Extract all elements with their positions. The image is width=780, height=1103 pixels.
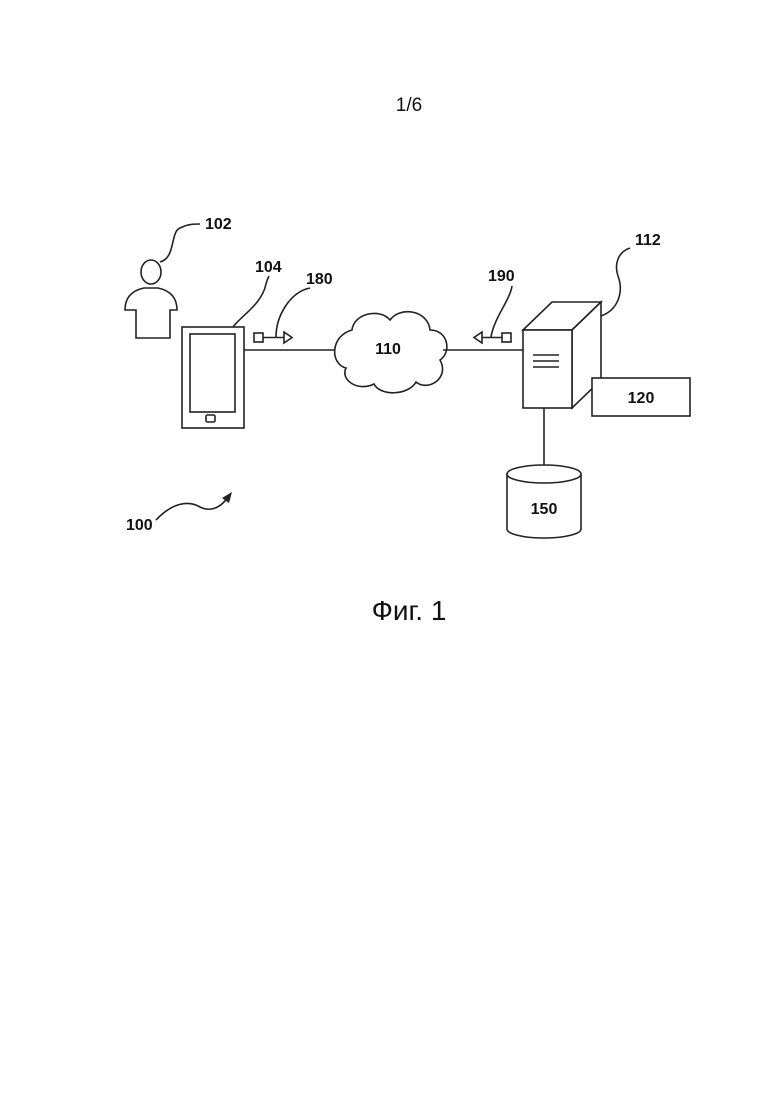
server-tower-icon <box>523 302 601 408</box>
leader-line-180 <box>276 288 310 337</box>
label-device: 104 <box>255 259 282 276</box>
user-icon <box>125 260 177 338</box>
label-client-data: 180 <box>306 271 333 288</box>
pointer-arrowhead-100 <box>222 492 232 503</box>
figure-caption: Фиг. 1 <box>372 595 447 626</box>
label-user: 102 <box>205 216 232 233</box>
pointer-arrow-100 <box>156 497 228 520</box>
label-database: 150 <box>531 501 558 518</box>
label-network: 110 <box>375 341 401 358</box>
label-server-data: 190 <box>488 268 515 285</box>
leader-line-104 <box>233 276 269 327</box>
page-number: 1/6 <box>396 95 422 116</box>
label-module: 120 <box>628 390 655 407</box>
label-system: 100 <box>126 517 153 534</box>
leader-line-190 <box>491 286 512 337</box>
leader-line-102 <box>160 224 200 262</box>
data-packet-arrow-180 <box>254 332 292 343</box>
smartphone-icon <box>182 327 244 428</box>
leader-line-112 <box>601 248 630 316</box>
label-server: 112 <box>635 232 661 249</box>
